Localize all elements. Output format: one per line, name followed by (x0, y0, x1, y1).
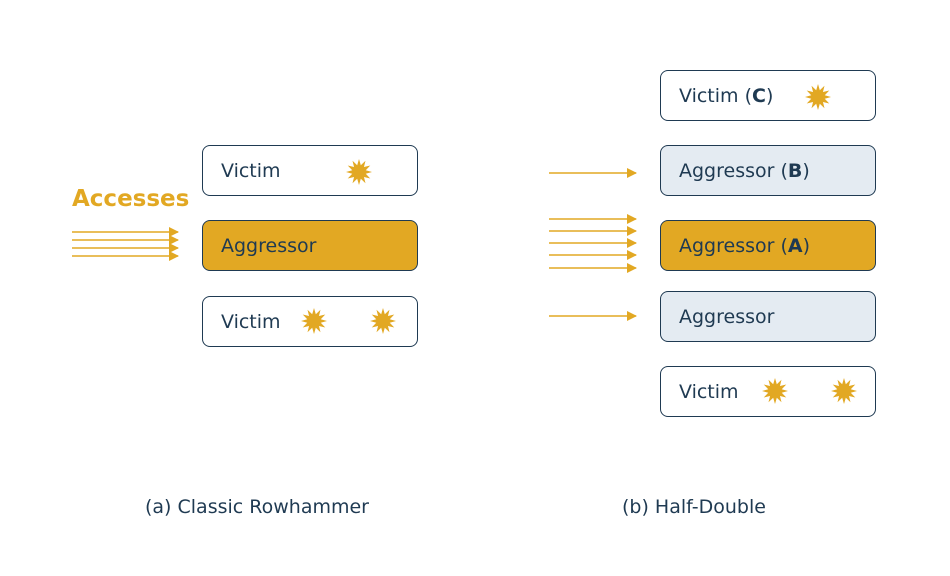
bit-flip-burst-icon (805, 84, 831, 110)
aggressor-row: Aggressor (202, 220, 418, 271)
bit-flip-burst-icon (831, 378, 857, 404)
row-label: Aggressor (679, 305, 775, 328)
row-label: Victim (221, 159, 281, 182)
bit-flip-burst-icon (370, 308, 396, 334)
row-label: Victim (679, 380, 739, 403)
row-label: Aggressor (221, 234, 317, 257)
bit-flip-burst-icon (301, 308, 327, 334)
caption-half-double: (b) Half-Double (622, 496, 766, 518)
row-label: Victim (C) (679, 84, 774, 107)
accesses-label: Accesses (72, 186, 190, 212)
bit-flip-burst-icon (762, 378, 788, 404)
row-label: Aggressor (A) (679, 234, 811, 257)
aggressor-b-row: Aggressor (B) (660, 145, 876, 196)
bit-flip-burst-icon (346, 159, 372, 185)
aggressor-a-row: Aggressor (A) (660, 220, 876, 271)
victim-c-row: Victim (C) (660, 70, 876, 121)
caption-classic-rowhammer: (a) Classic Rowhammer (145, 496, 369, 518)
row-label: Aggressor (B) (679, 159, 810, 182)
victim-row-top: Victim (202, 145, 418, 196)
aggressor-row-far: Aggressor (660, 291, 876, 342)
row-label: Victim (221, 310, 281, 333)
